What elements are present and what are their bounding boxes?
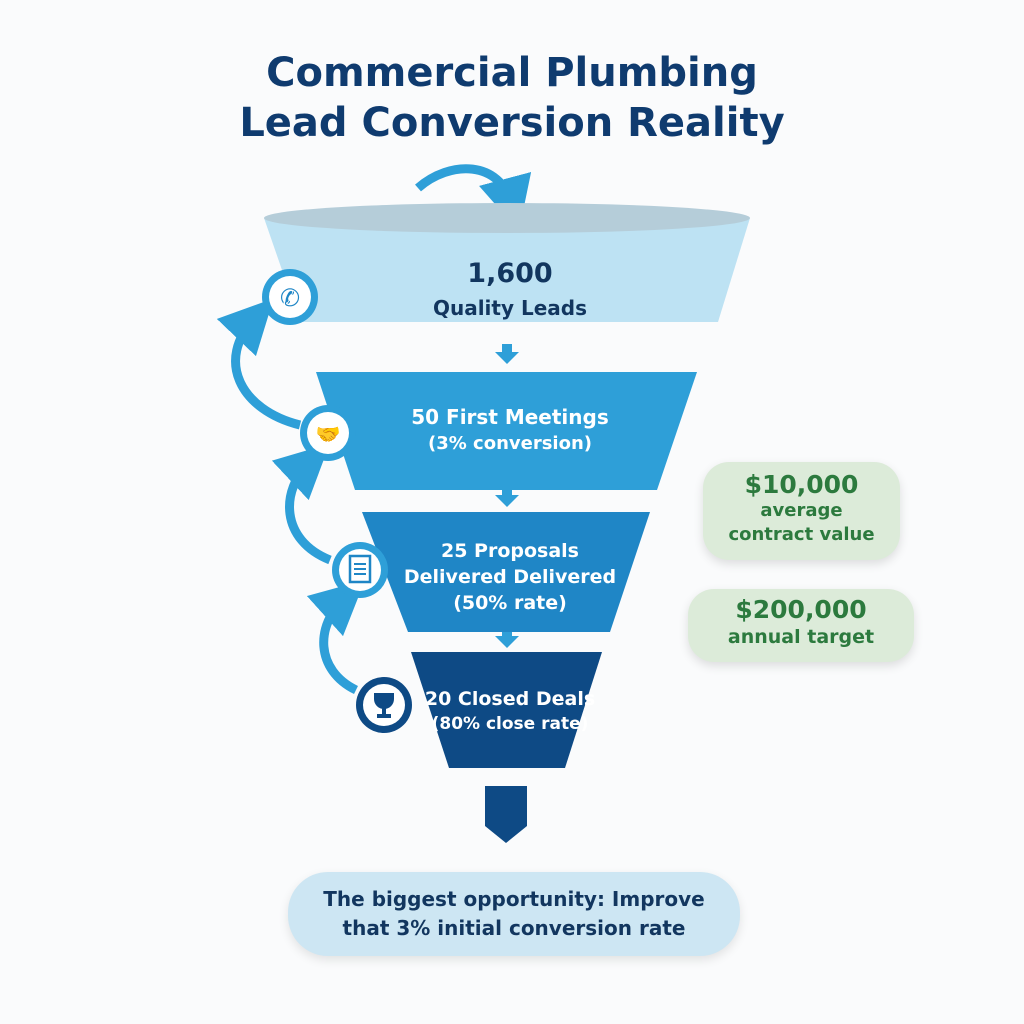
stage-2-label: 50 First Meetings (411, 405, 609, 429)
funnel-stage-2 (316, 372, 697, 490)
handshake-icon: 🤝 (300, 405, 356, 461)
callout-label: contract value (728, 524, 875, 545)
stage-4-label: 20 Closed Deals (424, 688, 596, 710)
funnel-rim (264, 203, 750, 233)
stage-1-value: 1,600 (467, 258, 553, 289)
stage-1-label: Quality Leads (432, 296, 588, 320)
stage-3-label-2: Delivered Delivered (403, 566, 617, 588)
svg-text:🤝: 🤝 (316, 422, 341, 446)
entry-arrow (415, 164, 532, 232)
annual-target-callout: $200,000 annual target (688, 589, 914, 662)
footer-line-1: The biggest opportunity: Improve (323, 887, 705, 911)
funnel-stage-4 (411, 652, 602, 768)
stage-arrow-3 (495, 632, 519, 648)
funnel-spout (485, 786, 527, 843)
callout-label: average (760, 500, 843, 521)
title-line-1: Commercial Plumbing (266, 50, 758, 96)
stage-arrow-2 (495, 490, 519, 507)
stage-3-label: 25 Proposals (440, 540, 579, 562)
stage-2-sub: (3% conversion) (427, 433, 592, 454)
stage-arrow-1 (495, 344, 519, 364)
svg-text:✆: ✆ (280, 284, 300, 312)
stage-4-sub: (80% close rate) (431, 714, 589, 734)
callout-value: $10,000 (744, 470, 859, 499)
document-icon (332, 542, 388, 598)
side-arrow-3 (306, 579, 366, 695)
footer-callout: The biggest opportunity: Improve that 3%… (288, 872, 740, 956)
average-contract-callout: $10,000 average contract value (703, 462, 900, 560)
phone-icon: ✆ (262, 269, 318, 325)
stage-3-sub: (50% rate) (453, 592, 567, 614)
funnel-stage-3 (362, 512, 650, 632)
callout-label: annual target (727, 626, 875, 648)
footer-line-2: that 3% initial conversion rate (342, 916, 686, 940)
funnel-stage-1 (264, 218, 750, 322)
side-arrow-2 (271, 443, 332, 565)
callout-value: $200,000 (735, 595, 867, 624)
side-arrow-1 (216, 298, 302, 430)
title-line-2: Lead Conversion Reality (239, 100, 785, 146)
trophy-icon (356, 677, 412, 733)
